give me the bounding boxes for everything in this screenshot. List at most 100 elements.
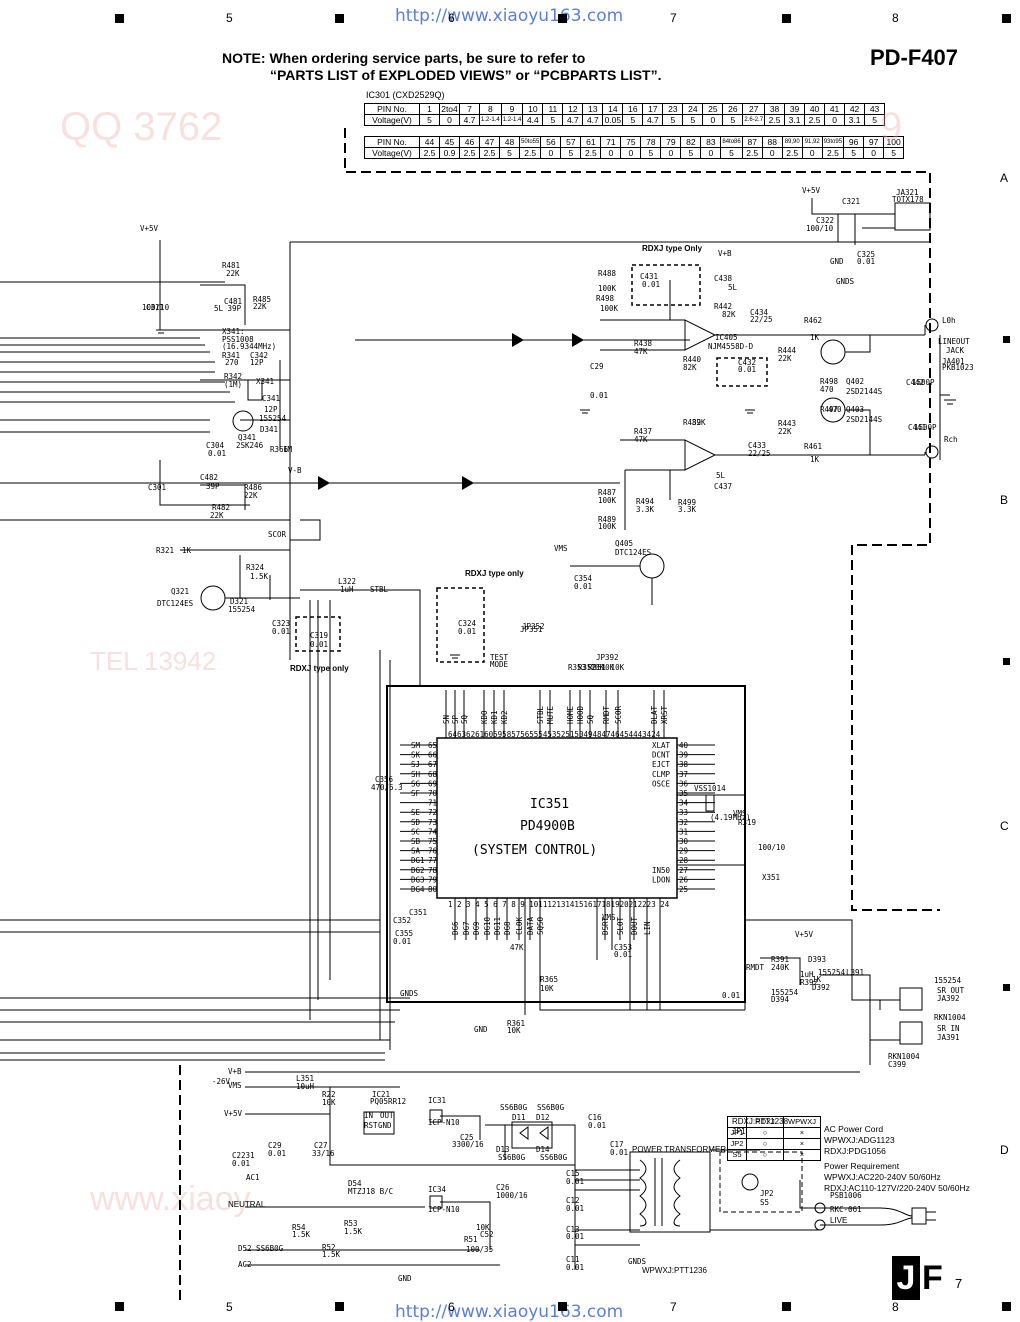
ic351-top-pin-label: SN (442, 715, 451, 724)
component-label: R438 (634, 339, 653, 348)
sr-out-jack (899, 987, 923, 1011)
row-label: B (1000, 493, 1009, 507)
watermark: www.xiaoy (89, 1180, 251, 1218)
component-label: D394 (771, 995, 790, 1004)
component-label: C482 (200, 473, 218, 482)
badge-letter-f: F (922, 1259, 943, 1297)
component-label: 22K (210, 511, 224, 520)
component-label: GND (830, 257, 844, 266)
component-label: JA401 (942, 357, 965, 366)
component-label: C17 (610, 1140, 624, 1149)
component-label: RKN1004 (888, 1052, 920, 1061)
model-number: PD-F407 (870, 45, 959, 70)
component-label: C304 (206, 441, 225, 450)
grid-marker (1003, 984, 1010, 991)
ic351-pin-number: 77 (428, 856, 437, 865)
component-label: C434 (750, 308, 769, 317)
component-label: 0.01 (574, 582, 592, 591)
component-label: R52 (322, 1243, 336, 1252)
component-label: 100/10 (142, 303, 170, 312)
watermark: QQ 3762 (60, 105, 222, 149)
ic351-top-pin-label: HOOD (576, 705, 585, 724)
ic351-bottom-pin-label: DG8 (503, 921, 512, 935)
voltage-cell: 5 (622, 114, 644, 126)
component-label: 12P (264, 405, 278, 414)
jumper-table: RDXJ WPWXJ JP1 ○ × JP2 ○ × S5 ○ × (727, 1116, 821, 1161)
component-label: R443 (778, 419, 796, 428)
ic351-pin-label: DG3 (411, 875, 425, 884)
component-label: PQ05RR12 (370, 1097, 406, 1106)
component-label: R439 (683, 418, 701, 427)
component-label: 82K (683, 363, 697, 372)
ic351-pin-number: 76 (428, 847, 438, 856)
sr-in-jack (899, 1021, 923, 1045)
component-label: R497 (820, 405, 838, 414)
ic351-pin-number: 35 (679, 789, 688, 798)
transistor-q341 (232, 410, 254, 432)
ic351-pin-label: SH (411, 770, 421, 779)
component-label: VSS1014 (694, 784, 726, 793)
ic351-bottom-pin-label: SQSO (536, 916, 545, 935)
component-label: 1000/16 (496, 1191, 528, 1200)
component-label: C431 (640, 272, 658, 281)
component-label: 22/25 (750, 315, 773, 324)
component-label: 0.01 (310, 640, 328, 649)
row-label: C (1000, 819, 1009, 833)
component-label: DTC124ES (157, 599, 194, 608)
component-label: 0.01 (857, 257, 875, 266)
component-label: IC405 (715, 333, 738, 342)
component-label: 22/25 (748, 449, 771, 458)
ic351-ref: IC351 (530, 797, 569, 812)
component-label: 0.01 (642, 280, 660, 289)
ic351-top-pin-label: STBL (536, 705, 545, 724)
pin-number-cell: 7 (459, 103, 480, 115)
component-label: D341 (260, 425, 278, 434)
component-label: JP352 (522, 622, 545, 631)
component-label: ICP-N10 (428, 1205, 460, 1214)
component-label: LIVE (830, 1216, 847, 1225)
ic351-pin-label: SG (411, 779, 421, 788)
component-label: Q402 (846, 377, 864, 386)
column-label: 5 (226, 11, 233, 25)
component-label: GND (378, 1121, 392, 1130)
ic351-pin-label: CLMP (652, 770, 671, 779)
component-label: Q403 (846, 405, 864, 414)
voltage-cell: 2.5 (764, 114, 786, 126)
voltage-cell: 0 (439, 114, 460, 126)
ic351-pin-label: EJCT (652, 760, 671, 769)
component-label: 82K (722, 310, 736, 319)
component-label: C353 (614, 943, 632, 952)
component-label: C481 (224, 297, 242, 306)
component-label: 5L (716, 471, 726, 480)
component-label: Q405 (615, 539, 633, 548)
component-label: D392 (812, 983, 830, 992)
component-label: JA321 (896, 188, 919, 197)
component-label: C12 (566, 1196, 580, 1205)
ic351-pin-number: 73 (428, 818, 437, 827)
component-label: MODE (490, 660, 509, 669)
component-label: R442 (714, 302, 732, 311)
component-label: R481 (222, 261, 240, 270)
component-label: 155254 (228, 605, 256, 614)
component-label: RKC-061 (830, 1205, 862, 1214)
component-label: 0.01 (614, 950, 632, 959)
ic351-pin-number: 28 (679, 856, 689, 865)
component-label: 270 (225, 358, 239, 367)
jack-rch (925, 445, 939, 459)
component-label: GNDS (836, 277, 855, 286)
component-label: C356 (375, 775, 394, 784)
component-label: V+5V (140, 224, 159, 233)
voltage-cell: 0.9 (439, 147, 460, 159)
component-label: IN (364, 1111, 373, 1120)
component-label: R352 10K (578, 663, 615, 672)
component-label: 1.5K (250, 572, 269, 581)
voltage-cell: 2.5 (518, 147, 542, 159)
transistor-q402 (820, 339, 846, 365)
voltage-cell: 0 (801, 147, 823, 159)
component-label: 5L 39P (214, 304, 242, 313)
component-label: R487 (598, 488, 616, 497)
component-label: 0.01 (588, 1121, 606, 1130)
component-label: C438 (714, 274, 733, 283)
